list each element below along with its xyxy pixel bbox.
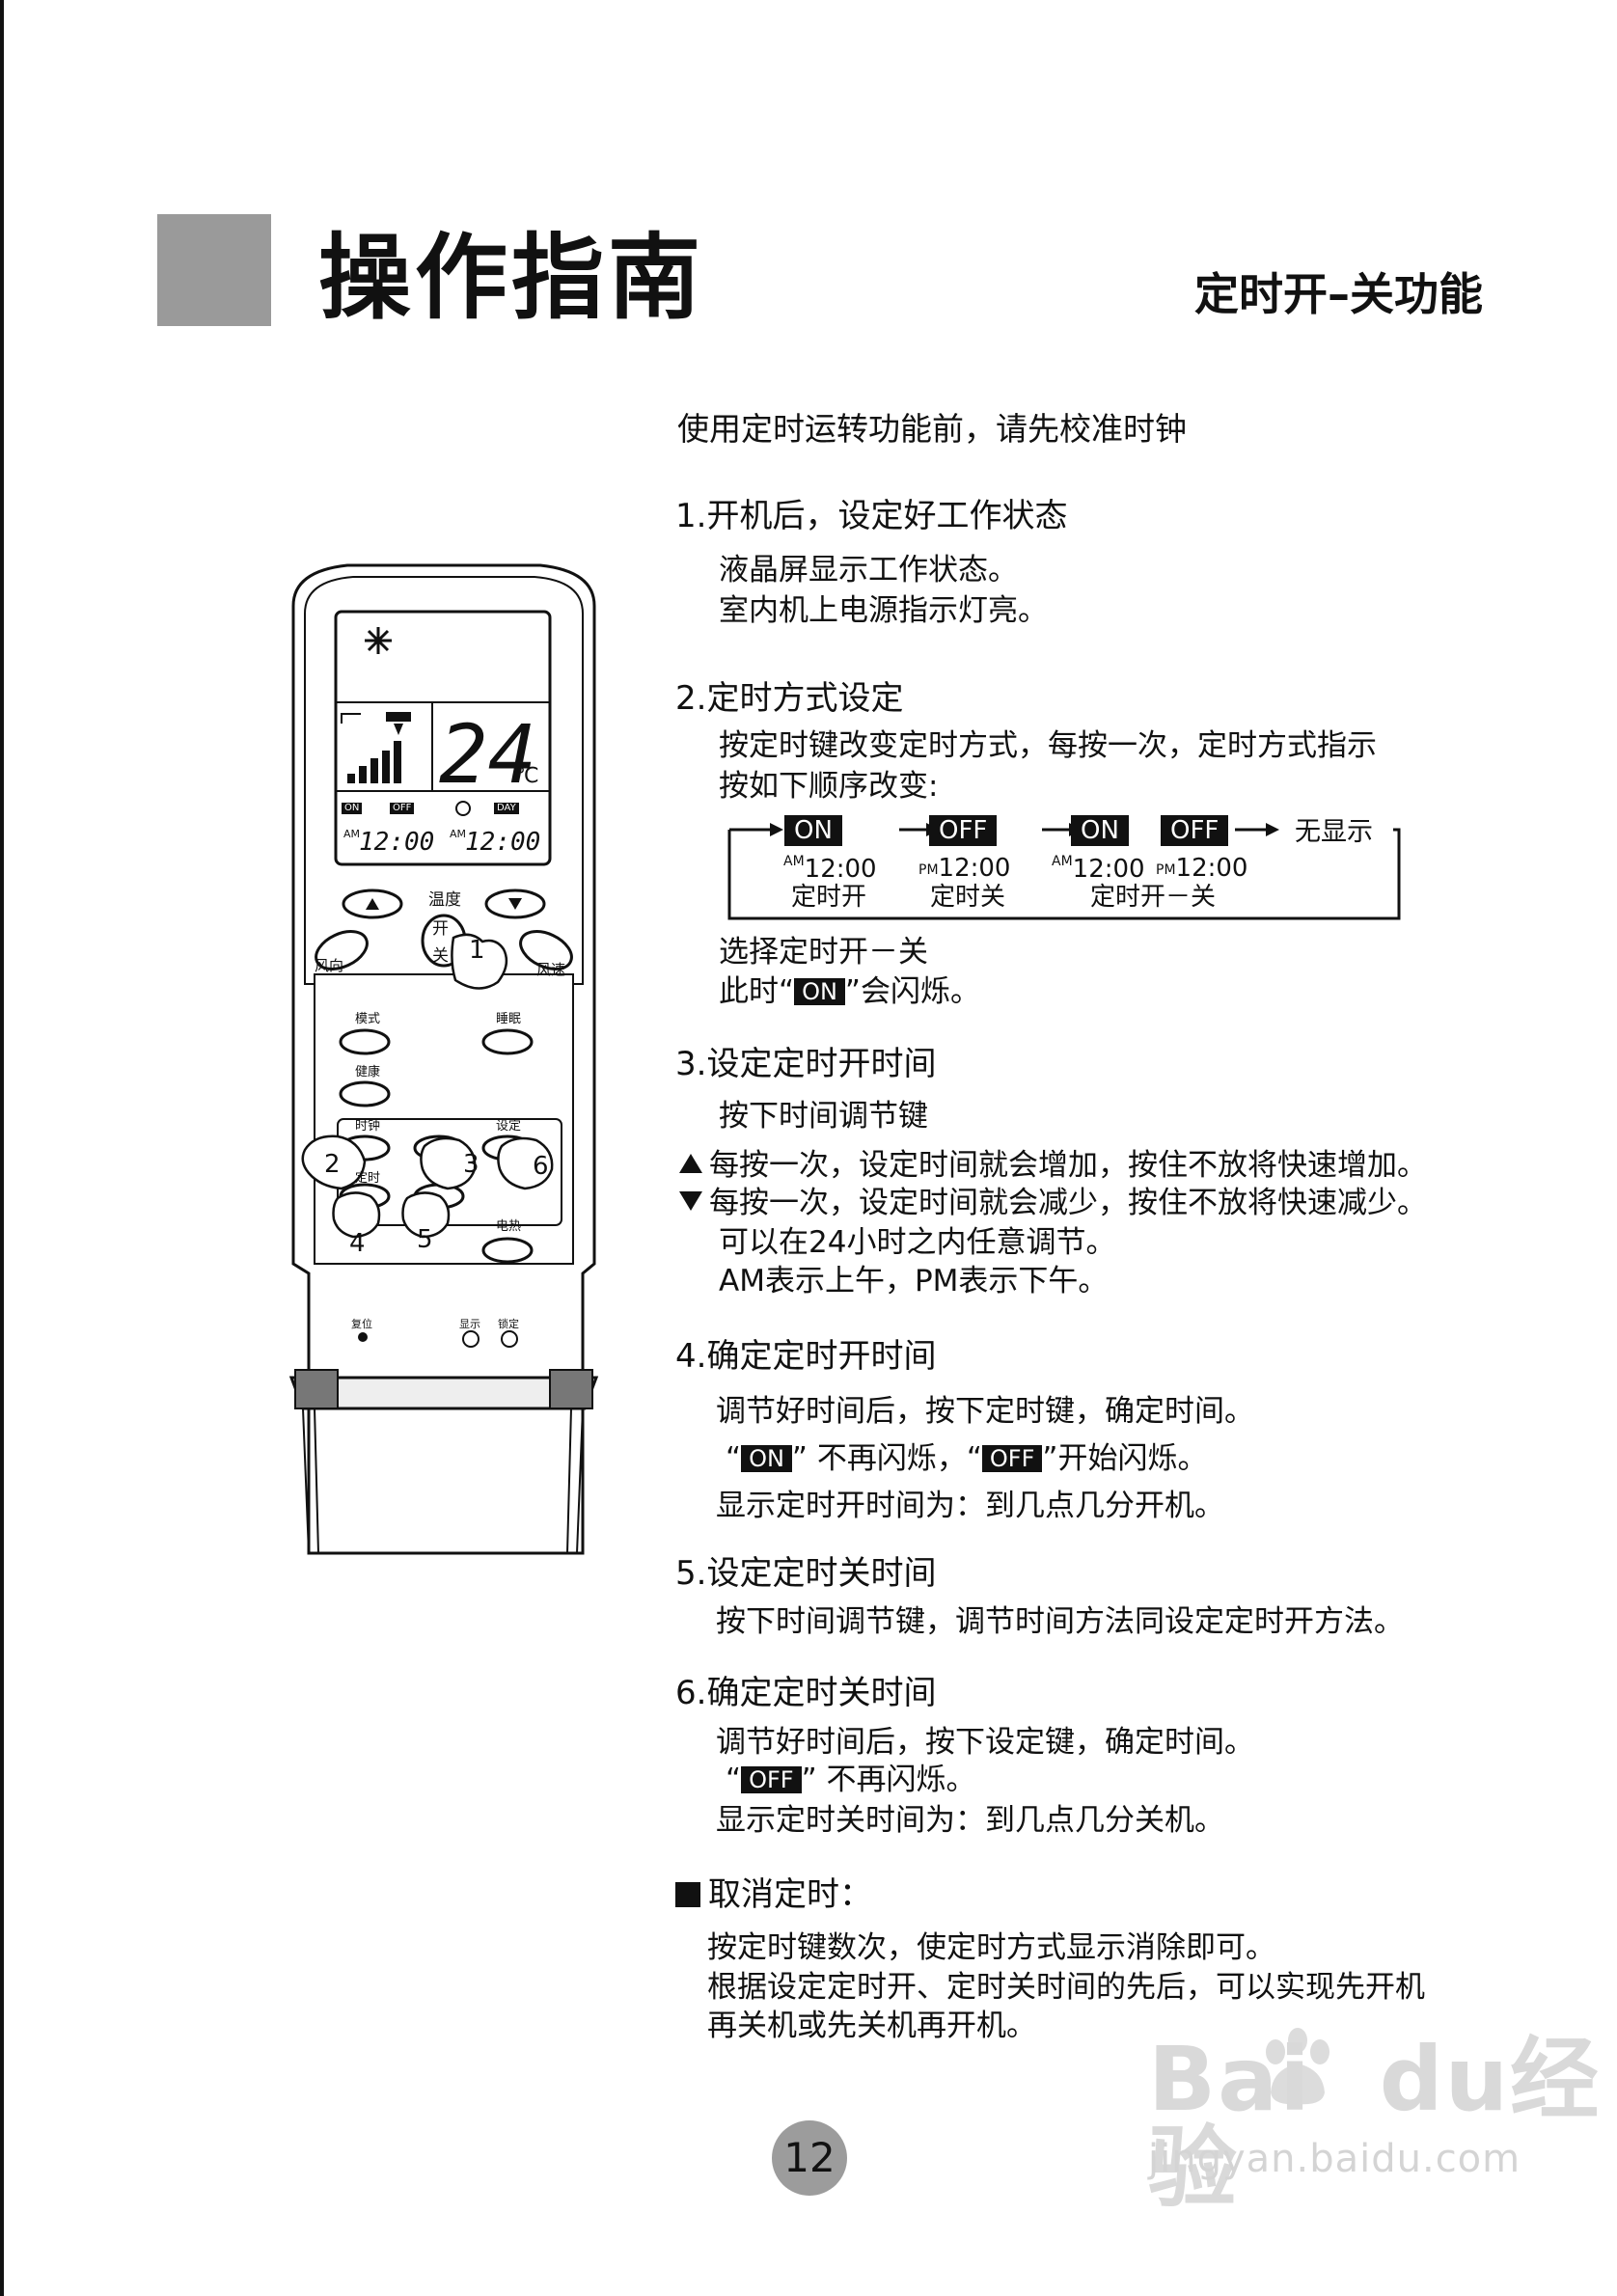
square-bullet-icon — [675, 1882, 700, 1907]
step2-line-2: 按如下顺序改变: — [719, 769, 939, 804]
mode-label: 模式 — [355, 1012, 381, 1026]
cancel-line-1: 按定时键数次，使定时方式显示消除即可。 — [707, 1930, 1275, 1965]
sleep-label: 睡眠 — [496, 1012, 522, 1026]
step2-heading: 2.定时方式设定 — [675, 679, 904, 718]
step3-line-1: 按下时间调节键 — [719, 1099, 928, 1134]
seq-off-badge-1: OFF — [929, 815, 998, 846]
reset-label: 复位 — [351, 1318, 372, 1330]
step4-line-2: “ON” 不再闪烁，“OFF”开始闪烁。 — [726, 1441, 1208, 1476]
step1-heading: 1.开机后，设定好工作状态 — [675, 497, 1068, 535]
clock-label: 时钟 — [355, 1119, 381, 1134]
callout-2: 2 — [324, 1150, 341, 1179]
page-border — [0, 0, 4, 2296]
step4-line-1: 调节好时间后，按下定时键，确定时间。 — [716, 1394, 1254, 1429]
seq-off-badge-2: OFF — [1161, 815, 1229, 846]
health-label: 健康 — [355, 1065, 381, 1080]
step6-line-1: 调节好时间后，按下设定键，确定时间。 — [716, 1725, 1254, 1760]
watermark-url: jingyan.baidu.com — [1148, 2137, 1521, 2181]
seq-label-on: 定时开 — [791, 883, 867, 912]
lcd-am-2: AM — [450, 828, 467, 840]
seq-time-1: AM12:00 — [783, 854, 877, 884]
step3-up-line: 每按一次，设定时间就会增加，按住不放将快速增加。 — [678, 1151, 1427, 1181]
cancel-line-3: 再关机或先关机再开机。 — [707, 2009, 1036, 2043]
seq-label-off: 定时关 — [930, 883, 1006, 912]
temp-label: 温度 — [428, 890, 461, 910]
lcd-off-indicator: OFF — [390, 803, 415, 814]
step3-down-line: 每按一次，设定时间就会减少，按住不放将快速减少。 — [678, 1189, 1427, 1218]
page-subtitle: 定时开–关功能 — [1194, 268, 1483, 320]
baidu-paw-icon — [1266, 2028, 1329, 2105]
step3-extra-2: AM表示上午，PM表示下午。 — [719, 1264, 1109, 1298]
step6-heading: 6.确定定时关时间 — [675, 1674, 937, 1712]
step4-line-3: 显示定时开时间为：到几点几分开机。 — [716, 1489, 1224, 1523]
step6-line-2: “OFF” 不再闪烁。 — [726, 1763, 976, 1797]
wind-speed-label: 风速 — [536, 961, 566, 978]
lcd-on-indicator: ON — [342, 803, 363, 814]
step4-heading: 4.确定定时开时间 — [675, 1337, 937, 1376]
up-triangle-icon — [679, 1154, 702, 1173]
page-title: 操作指南 — [318, 224, 704, 332]
remote-control-illustration: 24 ℃ ON OFF DAY AM 12:00 AM 12:00 温度 开 关… — [280, 560, 608, 1572]
seq-on-badge-2: ON — [1071, 815, 1129, 846]
seq-time-2: PM12:00 — [918, 854, 1011, 883]
seq-label-onoff: 定时开－关 — [1090, 883, 1217, 912]
step2-after-1: 选择定时开－关 — [719, 935, 928, 970]
lcd-temperature: 24 — [439, 707, 537, 802]
step2-after-2: 此时“ON”会闪烁。 — [719, 974, 980, 1009]
cancel-line-2: 根据设定定时开、定时关时间的先后，可以实现先开机 — [707, 1970, 1425, 2005]
step2-line-1: 按定时键改变定时方式，每按一次，定时方式指示 — [719, 728, 1377, 763]
off-badge-inline-2: OFF — [741, 1766, 802, 1793]
seq-on-badge-1: ON — [784, 815, 842, 846]
set-label: 设定 — [496, 1119, 522, 1134]
step6-line-3: 显示定时关时间为：到几点几分关机。 — [716, 1803, 1224, 1838]
step1-line-2: 室内机上电源指示灯亮。 — [719, 593, 1048, 628]
lcd-am-1: AM — [343, 828, 361, 840]
callout-6: 6 — [533, 1152, 549, 1181]
seq-time-3: AM12:00 — [1052, 854, 1145, 884]
callout-4: 4 — [349, 1229, 366, 1258]
page-number: 12 — [772, 2120, 847, 2196]
timer-label: 定时 — [355, 1171, 381, 1186]
seq-no-display: 无显示 — [1295, 817, 1373, 847]
cancel-heading: 取消定时： — [675, 1878, 872, 1911]
step1-line-1: 液晶屏显示工作状态。 — [719, 553, 1018, 588]
wind-dir-label: 风向 — [315, 957, 344, 974]
step3-heading: 3.设定定时开时间 — [675, 1045, 937, 1083]
callout-5: 5 — [417, 1225, 433, 1254]
lcd-day-indicator: DAY — [494, 803, 519, 814]
power-label-on: 开 — [432, 919, 449, 939]
step5-heading: 5.设定定时关时间 — [675, 1554, 937, 1593]
power-label-off: 关 — [432, 946, 449, 966]
show-label: 显示 — [459, 1318, 480, 1330]
step5-line-1: 按下时间调节键，调节时间方法同设定定时开方法。 — [716, 1604, 1404, 1639]
lcd-time-1: 12:00 — [359, 828, 435, 857]
step3-extra-1: 可以在24小时之内任意调节。 — [719, 1225, 1116, 1260]
seq-time-4: PM12:00 — [1156, 854, 1248, 883]
callout-1: 1 — [469, 936, 485, 965]
on-badge-inline-2: ON — [741, 1445, 792, 1472]
title-marker-block — [157, 214, 271, 326]
callout-3: 3 — [463, 1150, 480, 1179]
intro-text: 使用定时运转功能前，请先校准时钟 — [677, 410, 1187, 448]
on-badge-inline: ON — [794, 978, 845, 1005]
lcd-unit: ℃ — [515, 764, 539, 788]
remote-body-drawing — [288, 563, 599, 1555]
heat-label: 电热 — [496, 1219, 522, 1234]
lock-label: 锁定 — [498, 1318, 519, 1330]
down-triangle-icon — [679, 1191, 702, 1211]
lcd-time-2: 12:00 — [465, 828, 541, 857]
off-badge-inline: OFF — [981, 1445, 1043, 1472]
